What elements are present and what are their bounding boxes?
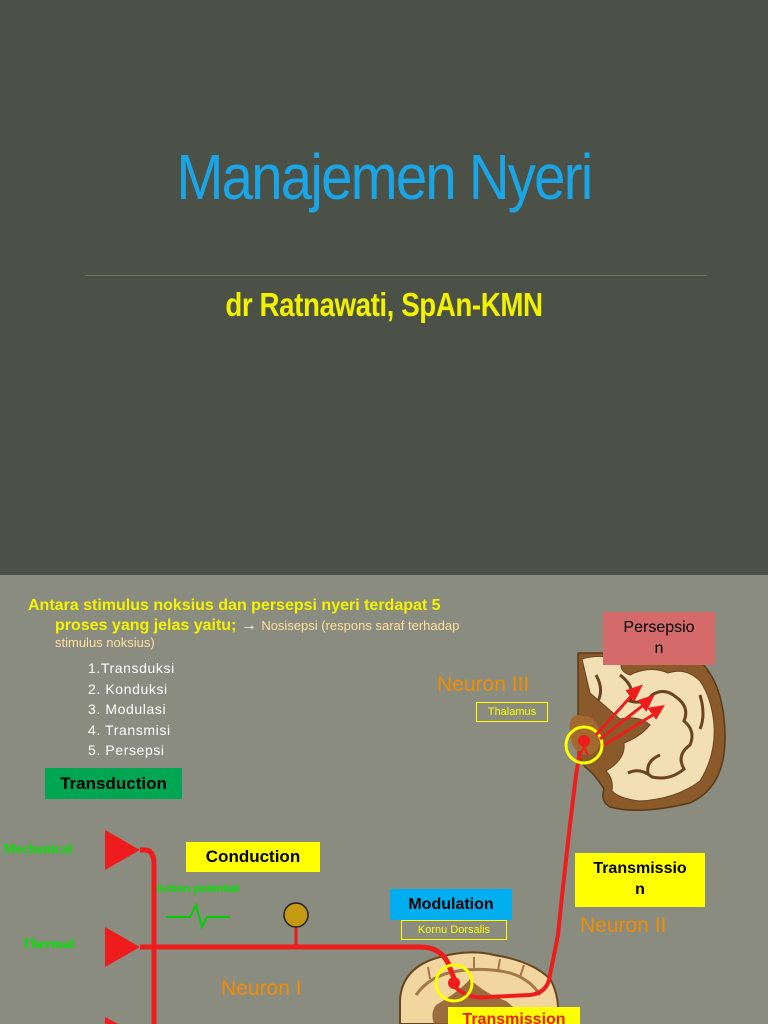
title-slide: Manajemen Nyeri dr Ratnawati, SpAn-KMN <box>85 141 707 323</box>
persepsion-label: Persepsio n <box>603 612 715 665</box>
modulation-label: Modulation <box>390 889 512 920</box>
process-steps-list: 1.Transduksi 2. Konduksi 3. Modulasi 4. … <box>88 658 175 761</box>
list-item: 5. Persepsi <box>88 742 165 758</box>
title-divider <box>85 275 707 276</box>
receptor-icon <box>105 1017 118 1024</box>
list-item: 4. Transmisi <box>88 721 171 738</box>
thalamus-highlight <box>564 725 604 765</box>
mechanical-receptor-icon <box>105 830 140 870</box>
nociception-note: Nosisepsi (respons saraf terhadap <box>261 618 460 633</box>
neuron-3-label: Neuron III <box>437 673 530 696</box>
neuron-2-axon <box>453 750 582 1000</box>
intro-continuation: proses yang jelas yaitu; <box>55 617 237 634</box>
transmission-bottom-label: Transmission <box>448 1007 580 1024</box>
arrow-icon: → <box>240 617 257 634</box>
neuron-1-fiber <box>140 847 157 1024</box>
nociception-note-cont: stimulus noksius) <box>55 635 155 650</box>
slide-title: Manajemen Nyeri <box>176 141 594 213</box>
thermal-label: Thermal <box>22 937 75 952</box>
intro-text: Antara stimulus noksius dan persepsi nye… <box>28 596 548 650</box>
thermal-receptor-icon <box>105 927 140 967</box>
action-potential-icon <box>166 902 230 930</box>
list-item: 1.Transduksi <box>88 660 175 676</box>
list-item: 2. Konduksi <box>88 680 168 697</box>
neuron-1-label: Neuron I <box>221 977 302 1000</box>
neuron-3-projections <box>594 684 665 747</box>
brain-illustration <box>569 652 726 811</box>
neuron-2-label: Neuron II <box>580 914 667 937</box>
transduction-label: Transduction <box>45 768 182 799</box>
action-potential-label: Action potential <box>156 883 240 895</box>
neuron-1-axon <box>140 944 458 982</box>
pain-process-slide: Antara stimulus noksius dan persepsi nye… <box>0 575 768 1024</box>
mechanical-label: Mechanical <box>3 842 73 857</box>
kornu-dorsalis-label: Kornu Dorsalis <box>401 920 507 940</box>
ganglion-cell-icon <box>283 902 309 928</box>
slide-subtitle: dr Ratnawati, SpAn-KMN <box>225 286 543 323</box>
list-item: 3. Modulasi <box>88 701 167 717</box>
transmission-label: Transmissio n <box>575 853 705 907</box>
pain-pathway-diagram <box>105 652 726 1024</box>
thalamus-label: Thalamus <box>476 702 548 722</box>
conduction-label: Conduction <box>186 842 320 872</box>
intro-lead: Antara stimulus noksius dan persepsi nye… <box>28 597 441 614</box>
dorsal-horn-highlight <box>434 963 474 1003</box>
